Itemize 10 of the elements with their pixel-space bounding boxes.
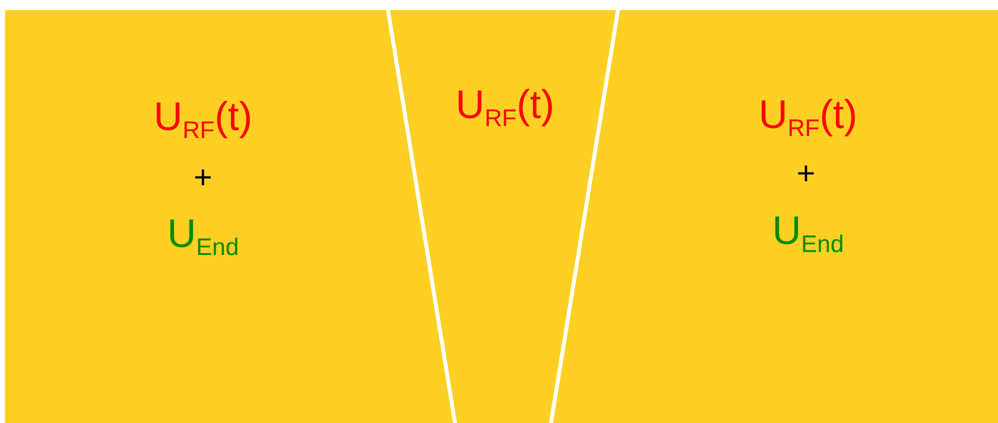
voltage-formula: U$_{RF}$(t) xyxy=(154,96,252,144)
voltage-formula: U$_{RF}$(t) xyxy=(456,84,554,132)
electrode-segment xyxy=(5,10,453,423)
plus-sign: + xyxy=(194,161,212,193)
voltage-formula: U$_{RF}$(t) xyxy=(758,94,858,142)
electrode-segment xyxy=(390,10,616,423)
voltage-formula: U$_{End}$ xyxy=(772,210,844,258)
plus-sign: + xyxy=(796,157,816,189)
voltage-formula: U$_{End}$ xyxy=(167,214,239,260)
electrode-segment xyxy=(553,10,998,423)
